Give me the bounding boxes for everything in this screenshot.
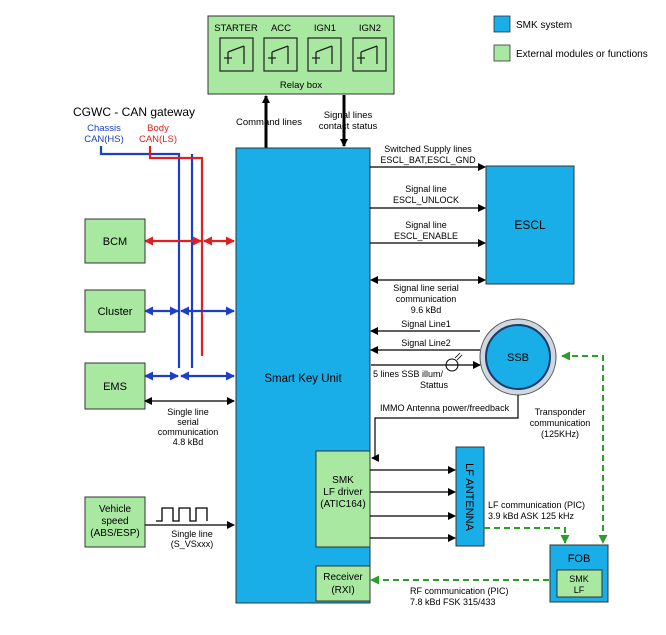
ems-label: EMS [103,381,127,393]
lf-comm-label-1: LF communication (PIC) [488,500,585,510]
transponder-label-2: communication [530,418,591,428]
rf-comm-label-1: RF communication (PIC) [410,586,509,596]
vehicle-speed-line-label-2: (S_VSxxx) [171,539,214,549]
escl-unlock-label-1: Signal line [405,184,447,194]
lf-antenna: LF ANTENNA [455,446,485,547]
immo-antenna-line [371,395,519,462]
smart-key-unit-label: Smart Key Unit [264,373,342,385]
lf-driver-label-3: (ATIC164) [320,499,365,510]
led-symbol-icon [445,352,463,372]
escl-serial-label-1: Signal line serial [393,283,459,293]
relay-switch-label-ign1: IGN1 [314,23,336,34]
body-can-label-1: Body [147,123,169,134]
lf-driver-label-1: SMK [332,475,354,486]
ssb-illum-label-2: Stattus [420,380,449,390]
escl-enable-label-1: Signal line [405,220,447,230]
transponder-link [561,351,608,544]
receiver-label-2: (RXI) [331,585,354,596]
body-can-label-2: CAN(LS) [139,134,177,145]
relay-switch-label-starter: STARTER [214,23,258,34]
legend-external-label: External modules or functions [516,49,648,60]
ems-serial-label-3: communication [158,427,219,437]
cluster-module: Cluster [84,289,146,333]
lf-communication-link [484,527,570,544]
vehicle-speed-label-3: (ABS/ESP) [90,528,139,539]
signal-line1-label: Signal Line1 [401,319,451,329]
relay-switch-label-acc: ACC [271,23,291,34]
ems-serial-label-1: Single line [167,407,209,417]
relay-switch-label-ign2: IGN2 [359,23,381,34]
receiver-label-1: Receiver [323,572,363,583]
escl-unlock-label-2: ESCL_UNLOCK [393,195,459,205]
legend-smk-label: SMK system [516,20,572,31]
ssb-illum-label-1: 5 lines SSB illum/ [373,369,444,379]
transponder-label-3: (125KHz) [541,429,579,439]
bcm-label: BCM [103,236,127,248]
immo-antenna-label: IMMO Antenna power/freedback [380,403,510,413]
rf-comm-label-2: 7.8 kBd FSK 315/433 [410,597,496,607]
pulse-waveform [156,507,208,522]
chassis-can-bus [99,146,194,368]
vehicle-speed-label-1: Vehicle [99,504,132,515]
chassis-can-label-2: CAN(HS) [84,134,124,145]
ssb-label: SSB [507,352,529,364]
receiver-block: Receiver (RXI) [315,565,371,602]
lf-driver-block: SMK LF driver (ATIC164) [315,450,371,548]
ssb-button: SSB [479,318,557,396]
relay-switch-icon [307,37,342,72]
vehicle-speed-label-2: speed [101,516,128,527]
fob-inner-label-2: LF [574,585,585,595]
ems-serial-label-4: 4.8 kBd [173,437,204,447]
gateway-title: CGWC - CAN gateway [73,105,195,119]
legend-external-swatch [493,44,511,62]
ems-serial-label-2: serial [177,417,199,427]
relay-box: STARTER ACC IGN1 IGN2 Relay box [207,15,395,95]
legend: SMK system External modules or functions [493,15,648,62]
chassis-can-label-1: Chassis [87,123,121,134]
vehicle-speed-module: Vehicle speed (ABS/ESP) [84,496,146,548]
command-lines-label: Command lines [236,117,302,128]
vehicle-speed-line-label-1: Single line [171,529,213,539]
signal-lines-label-1: Signal lines [324,110,373,121]
bcm-module: BCM [84,218,146,264]
relay-switch-icon [352,37,387,72]
fob-inner-label-1: SMK [569,574,589,584]
escl-label: ESCL [514,218,546,232]
escl-serial-label-2: communication [396,294,457,304]
escl-module: ESCL [485,165,575,285]
transponder-label-1: Transponder [535,407,586,417]
switched-supply-label-1: Switched Supply lines [384,144,472,154]
escl-serial-label-3: 9.6 kBd [411,305,442,315]
signal-lines-label-2: contact status [319,121,378,132]
fob-title: FOB [568,553,591,565]
legend-smk-swatch [493,15,511,33]
relay-switch-icon [263,37,298,72]
lf-driver-label-2: LF driver [323,487,363,498]
cluster-label: Cluster [98,306,133,318]
signal-line2-label: Signal Line2 [401,338,451,348]
lf-antenna-label: LF ANTENNA [463,463,475,532]
relay-switch-icon [219,37,254,72]
switched-supply-label-2: ESCL_BAT,ESCL_GND [380,155,476,165]
escl-enable-label-2: ESCL_ENABLE [394,231,458,241]
fob: FOB SMK LF [549,544,609,603]
body-can-bus [148,146,204,356]
relay-box-title: Relay box [280,80,322,91]
lf-comm-label-2: 3.9 kBd ASK 125 kHz [488,511,575,521]
ems-module: EMS [84,362,146,410]
